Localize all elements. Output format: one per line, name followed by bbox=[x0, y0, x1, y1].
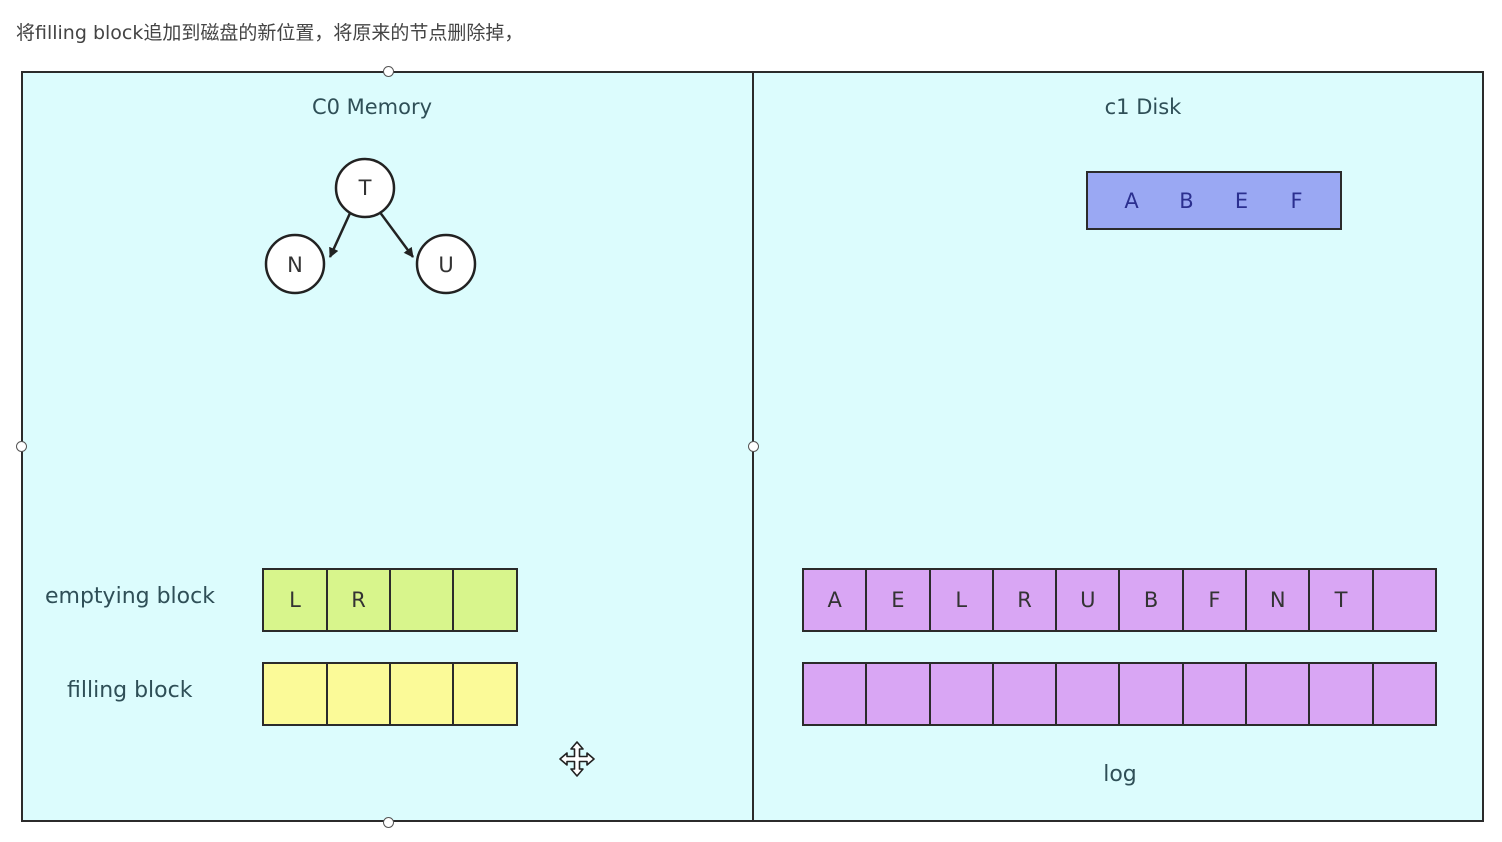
log-cell bbox=[1374, 664, 1435, 724]
svg-text:N: N bbox=[287, 253, 303, 277]
log-cell: R bbox=[994, 570, 1058, 630]
log-cell bbox=[1310, 664, 1374, 724]
log-label: log bbox=[1103, 762, 1137, 787]
emptying-cell bbox=[454, 570, 516, 630]
memory-title: C0 Memory bbox=[311, 95, 433, 119]
filling-block-label: filling block bbox=[67, 678, 193, 703]
log-cell bbox=[867, 664, 931, 724]
filling-cell bbox=[264, 664, 328, 724]
log-cell bbox=[1374, 570, 1435, 630]
resize-handle-right[interactable] bbox=[748, 441, 759, 452]
log-cell: B bbox=[1120, 570, 1184, 630]
memory-tree: T N U bbox=[264, 157, 477, 295]
filling-block bbox=[262, 662, 518, 726]
filling-cell bbox=[454, 664, 516, 724]
log-row-2 bbox=[802, 662, 1437, 726]
disk-sorted-block: A B E F bbox=[1086, 171, 1342, 230]
svg-text:T: T bbox=[358, 176, 372, 200]
log-cell: N bbox=[1247, 570, 1311, 630]
log-cell bbox=[1120, 664, 1184, 724]
log-cell bbox=[1247, 664, 1311, 724]
log-cell bbox=[994, 664, 1058, 724]
disk-block-cell: E bbox=[1234, 188, 1249, 213]
emptying-cell: L bbox=[264, 570, 328, 630]
log-cell bbox=[1184, 664, 1248, 724]
log-cell: U bbox=[1057, 570, 1121, 630]
log-cell bbox=[1057, 664, 1121, 724]
resize-handle-bottom[interactable] bbox=[383, 817, 394, 828]
move-cursor-icon bbox=[559, 741, 595, 777]
disk-block-cell: A bbox=[1124, 188, 1139, 213]
filling-cell bbox=[328, 664, 391, 724]
emptying-block: L R bbox=[262, 568, 518, 632]
tree-edge-right bbox=[377, 210, 415, 258]
emptying-cell: R bbox=[328, 570, 391, 630]
resize-handle-left[interactable] bbox=[16, 441, 27, 452]
svg-text:U: U bbox=[438, 253, 453, 277]
log-cell: T bbox=[1310, 570, 1374, 630]
log-cell: L bbox=[931, 570, 994, 630]
filling-cell bbox=[391, 664, 454, 724]
caption-text: 将filling block追加到磁盘的新位置，将原来的节点删除掉， bbox=[16, 22, 524, 44]
log-cell: A bbox=[804, 570, 868, 630]
tree-node-left: N bbox=[264, 233, 326, 295]
tree-node-root: T bbox=[334, 157, 396, 219]
log-cell: E bbox=[867, 570, 931, 630]
log-row-1: A E L R U B F N T bbox=[802, 568, 1437, 632]
disk-title: c1 Disk bbox=[1104, 95, 1182, 119]
emptying-block-label: emptying block bbox=[45, 584, 215, 609]
log-cell: F bbox=[1184, 570, 1248, 630]
resize-handle-top[interactable] bbox=[383, 66, 394, 77]
tree-edge-left bbox=[328, 210, 353, 258]
log-cell bbox=[804, 664, 868, 724]
disk-block-cell: B bbox=[1179, 188, 1194, 213]
tree-node-right: U bbox=[415, 233, 477, 295]
emptying-cell bbox=[391, 570, 454, 630]
log-cell bbox=[931, 664, 994, 724]
disk-block-cell: F bbox=[1290, 188, 1303, 213]
